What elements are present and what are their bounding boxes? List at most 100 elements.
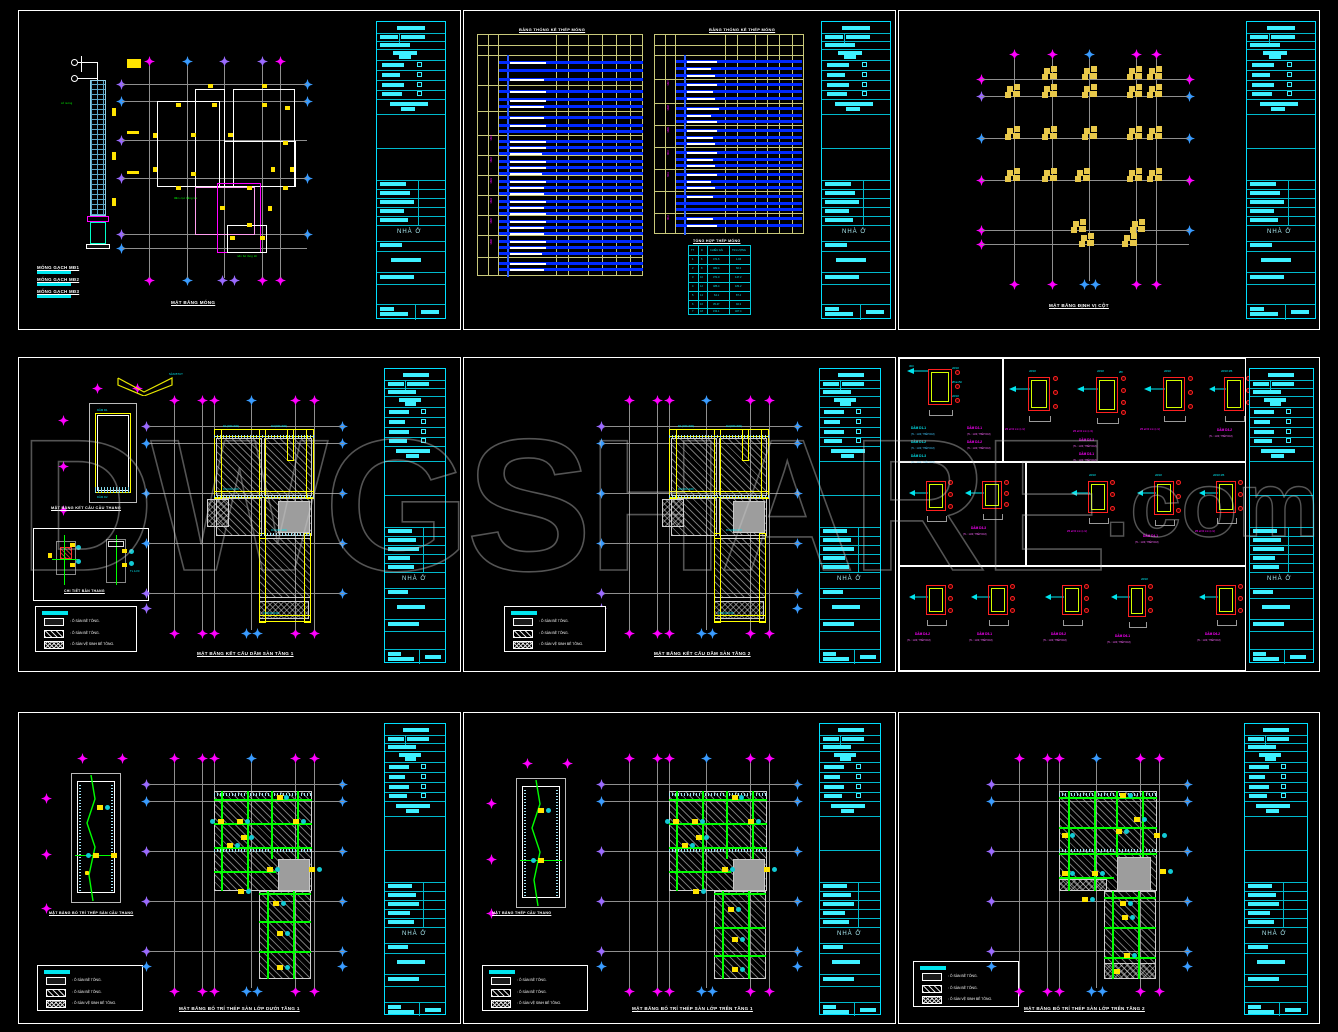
section-label: DẦM D2-3 <box>1079 438 1095 442</box>
grid-bubble <box>1042 753 1053 764</box>
drawing-title: MẶT BẰNG BỐ TRÍ THÉP SÀN LỚP TRÊN TẦNG 1 <box>632 1006 753 1011</box>
section-label: DẦM D3-2 <box>1217 428 1233 432</box>
grid-bubble <box>141 946 152 957</box>
grid-bubble <box>1086 986 1097 997</box>
grid-bubble <box>792 961 803 972</box>
column-rebar-cluster <box>1082 126 1100 142</box>
section-sublabel: (TL : 1/20; THÉP D18) <box>1209 435 1233 438</box>
grid-bubble <box>41 793 52 804</box>
slab-wet-hatch <box>1059 879 1107 891</box>
section-label: DẦM D2-1 <box>967 426 983 430</box>
grid-bubble <box>486 908 497 919</box>
section-sublabel: (TL : 1/20; THÉP D18) <box>963 533 987 536</box>
grid-bubble <box>764 753 775 764</box>
legend-box: : Ô SÀN BÊ TÔNG. : Ô SÀN BÊ TÔNG. : Ô SÀ… <box>504 606 606 652</box>
grid-bubble <box>596 588 607 599</box>
project-name: NHÀ Ở <box>1267 576 1292 582</box>
grid-bubble <box>290 628 301 639</box>
grid-bubble <box>141 961 152 972</box>
foundation-wall <box>157 101 220 187</box>
slab-wet-hatch <box>207 499 229 527</box>
drawing-title: MẶT BẰNG MÓNG <box>171 300 216 305</box>
framing-plan: D1(200x300) D2(200x300) D3(200x300) D4(2… <box>144 383 359 648</box>
grid-bubble <box>596 488 607 499</box>
stair-detail: DẦM D1 DẦM D2 <box>49 383 149 513</box>
grid-bubble <box>141 488 152 499</box>
brick-hatch <box>90 80 106 216</box>
grid-bubble <box>141 588 152 599</box>
column-rebar-cluster <box>1147 84 1165 100</box>
grid-bubble <box>707 986 718 997</box>
grid-bubble <box>246 395 257 406</box>
grid-bubble <box>141 421 152 432</box>
void-box <box>733 501 765 533</box>
void-box <box>278 501 310 533</box>
section-sublabel: (TL : 1/20; THÉP D18) <box>1197 639 1221 642</box>
title-block: NHÀ Ở <box>819 368 881 664</box>
grid-bubble <box>1135 753 1146 764</box>
slab-hatch <box>264 438 312 496</box>
section-label: DẦM D6-1 <box>1115 634 1131 638</box>
grid-bubble <box>1054 986 1065 997</box>
void-box <box>278 859 310 891</box>
stair-section-box: TL 1/20 CHI TIẾT BẢN THANG <box>33 528 149 601</box>
title-block: NHÀ Ở <box>376 21 446 320</box>
grid-bubble <box>764 986 775 997</box>
void-box <box>1117 857 1151 891</box>
section-sublabel: (TL : 1/20; THÉP D18) <box>969 639 993 642</box>
stair-rebar-detail <box>489 761 594 916</box>
grid-bubble <box>1131 49 1142 60</box>
grid-bubble <box>486 854 497 865</box>
section-label: DẦM D3-3 <box>971 526 987 530</box>
column-rebar-cluster <box>1005 168 1023 184</box>
note-label: MÓNG GẠCH MĐ1 <box>37 265 80 270</box>
title-block: NHÀ Ở <box>819 723 881 1016</box>
section-label: DẦM D3-1 <box>1079 452 1095 456</box>
grid-bubble <box>41 849 52 860</box>
grid-bubble <box>275 56 286 67</box>
grid-bubble <box>707 628 718 639</box>
grid-bubble <box>141 779 152 790</box>
section-sublabel: (TL : 1/20; THÉP D18) <box>1043 639 1067 642</box>
grid-bubble <box>257 56 268 67</box>
section-label: DẦM D1-2 <box>911 440 927 444</box>
framing-plan: D1(200x300) D2(200x300) D3(200x300) D4(2… <box>599 383 814 648</box>
legend-item-label: : Ô SÀN BÊ TÔNG. <box>70 619 100 623</box>
section-label: DẦM D6-2 <box>1205 632 1221 636</box>
project-name: NHÀ Ở <box>837 931 862 937</box>
project-name: NHÀ Ở <box>837 576 862 582</box>
grid-bubble <box>792 603 803 614</box>
legend-box: : Ô SÀN BÊ TÔNG. : Ô SÀN BÊ TÔNG. : Ô SÀ… <box>913 961 1019 1007</box>
grid-bubble <box>144 275 155 286</box>
grid-bubble <box>209 753 220 764</box>
grid-bubble <box>290 986 301 997</box>
sub-title: MẶT BẰNG KẾT CẤU CẦU THANG <box>51 506 122 510</box>
grid-bubble <box>309 986 320 997</box>
drawing-title: MẶT BẰNG BỐ TRÍ THÉP SÀN LỚP DƯỚI TẦNG 1 <box>179 1006 300 1011</box>
section-label: DẦM D5-1 <box>977 632 993 636</box>
grid-bubble <box>522 758 533 769</box>
note-1: MÓNG GẠCH MĐ1 <box>37 265 79 274</box>
section-sublabel: (TL : 1/20; THÉP D18) <box>911 461 935 464</box>
column-rebar-cluster <box>1042 126 1060 142</box>
column-rebar-cluster <box>1127 168 1145 184</box>
grid-bubble <box>252 628 263 639</box>
panel-p2: BẢNG THỐNG KÊ THÉP MÓNG <box>463 10 896 330</box>
project-name: NHÀ Ở <box>402 576 427 582</box>
callout-label: đầm cọc bằng tre <box>174 197 198 200</box>
grid-bubble <box>77 753 88 764</box>
panel-p1: đầm cọc bằng tre nền bê tông lót cổ móng… <box>18 10 461 330</box>
drawing-title: MẶT BẰNG ĐỊNH VỊ CỘT <box>1049 303 1109 308</box>
legend-item-label: : Ô SÀN VỆ SINH BÊ TÔNG. <box>517 1001 562 1005</box>
grid-bubble <box>132 383 143 394</box>
grid-bubble <box>596 438 607 449</box>
legend-box: : Ô SÀN BÊ TÔNG. : Ô SÀN BÊ TÔNG. : Ô SÀ… <box>37 965 143 1011</box>
panel-p3: MẶT BẰNG ĐỊNH VỊ CỘT <box>898 10 1320 330</box>
legend-item-label: : Ô SÀN BÊ TÔNG. <box>539 619 569 623</box>
section-sublabel: (TL : 1/20; THÉP D18) <box>907 639 931 642</box>
legend-item-label: : Ô SÀN BÊ TÔNG. <box>517 990 547 994</box>
grid-bubble <box>1135 986 1146 997</box>
project-name: NHÀ Ở <box>397 229 422 235</box>
legend-item-label: : Ô SÀN BÊ TÔNG. <box>72 978 102 982</box>
grid-bubble <box>652 395 663 406</box>
